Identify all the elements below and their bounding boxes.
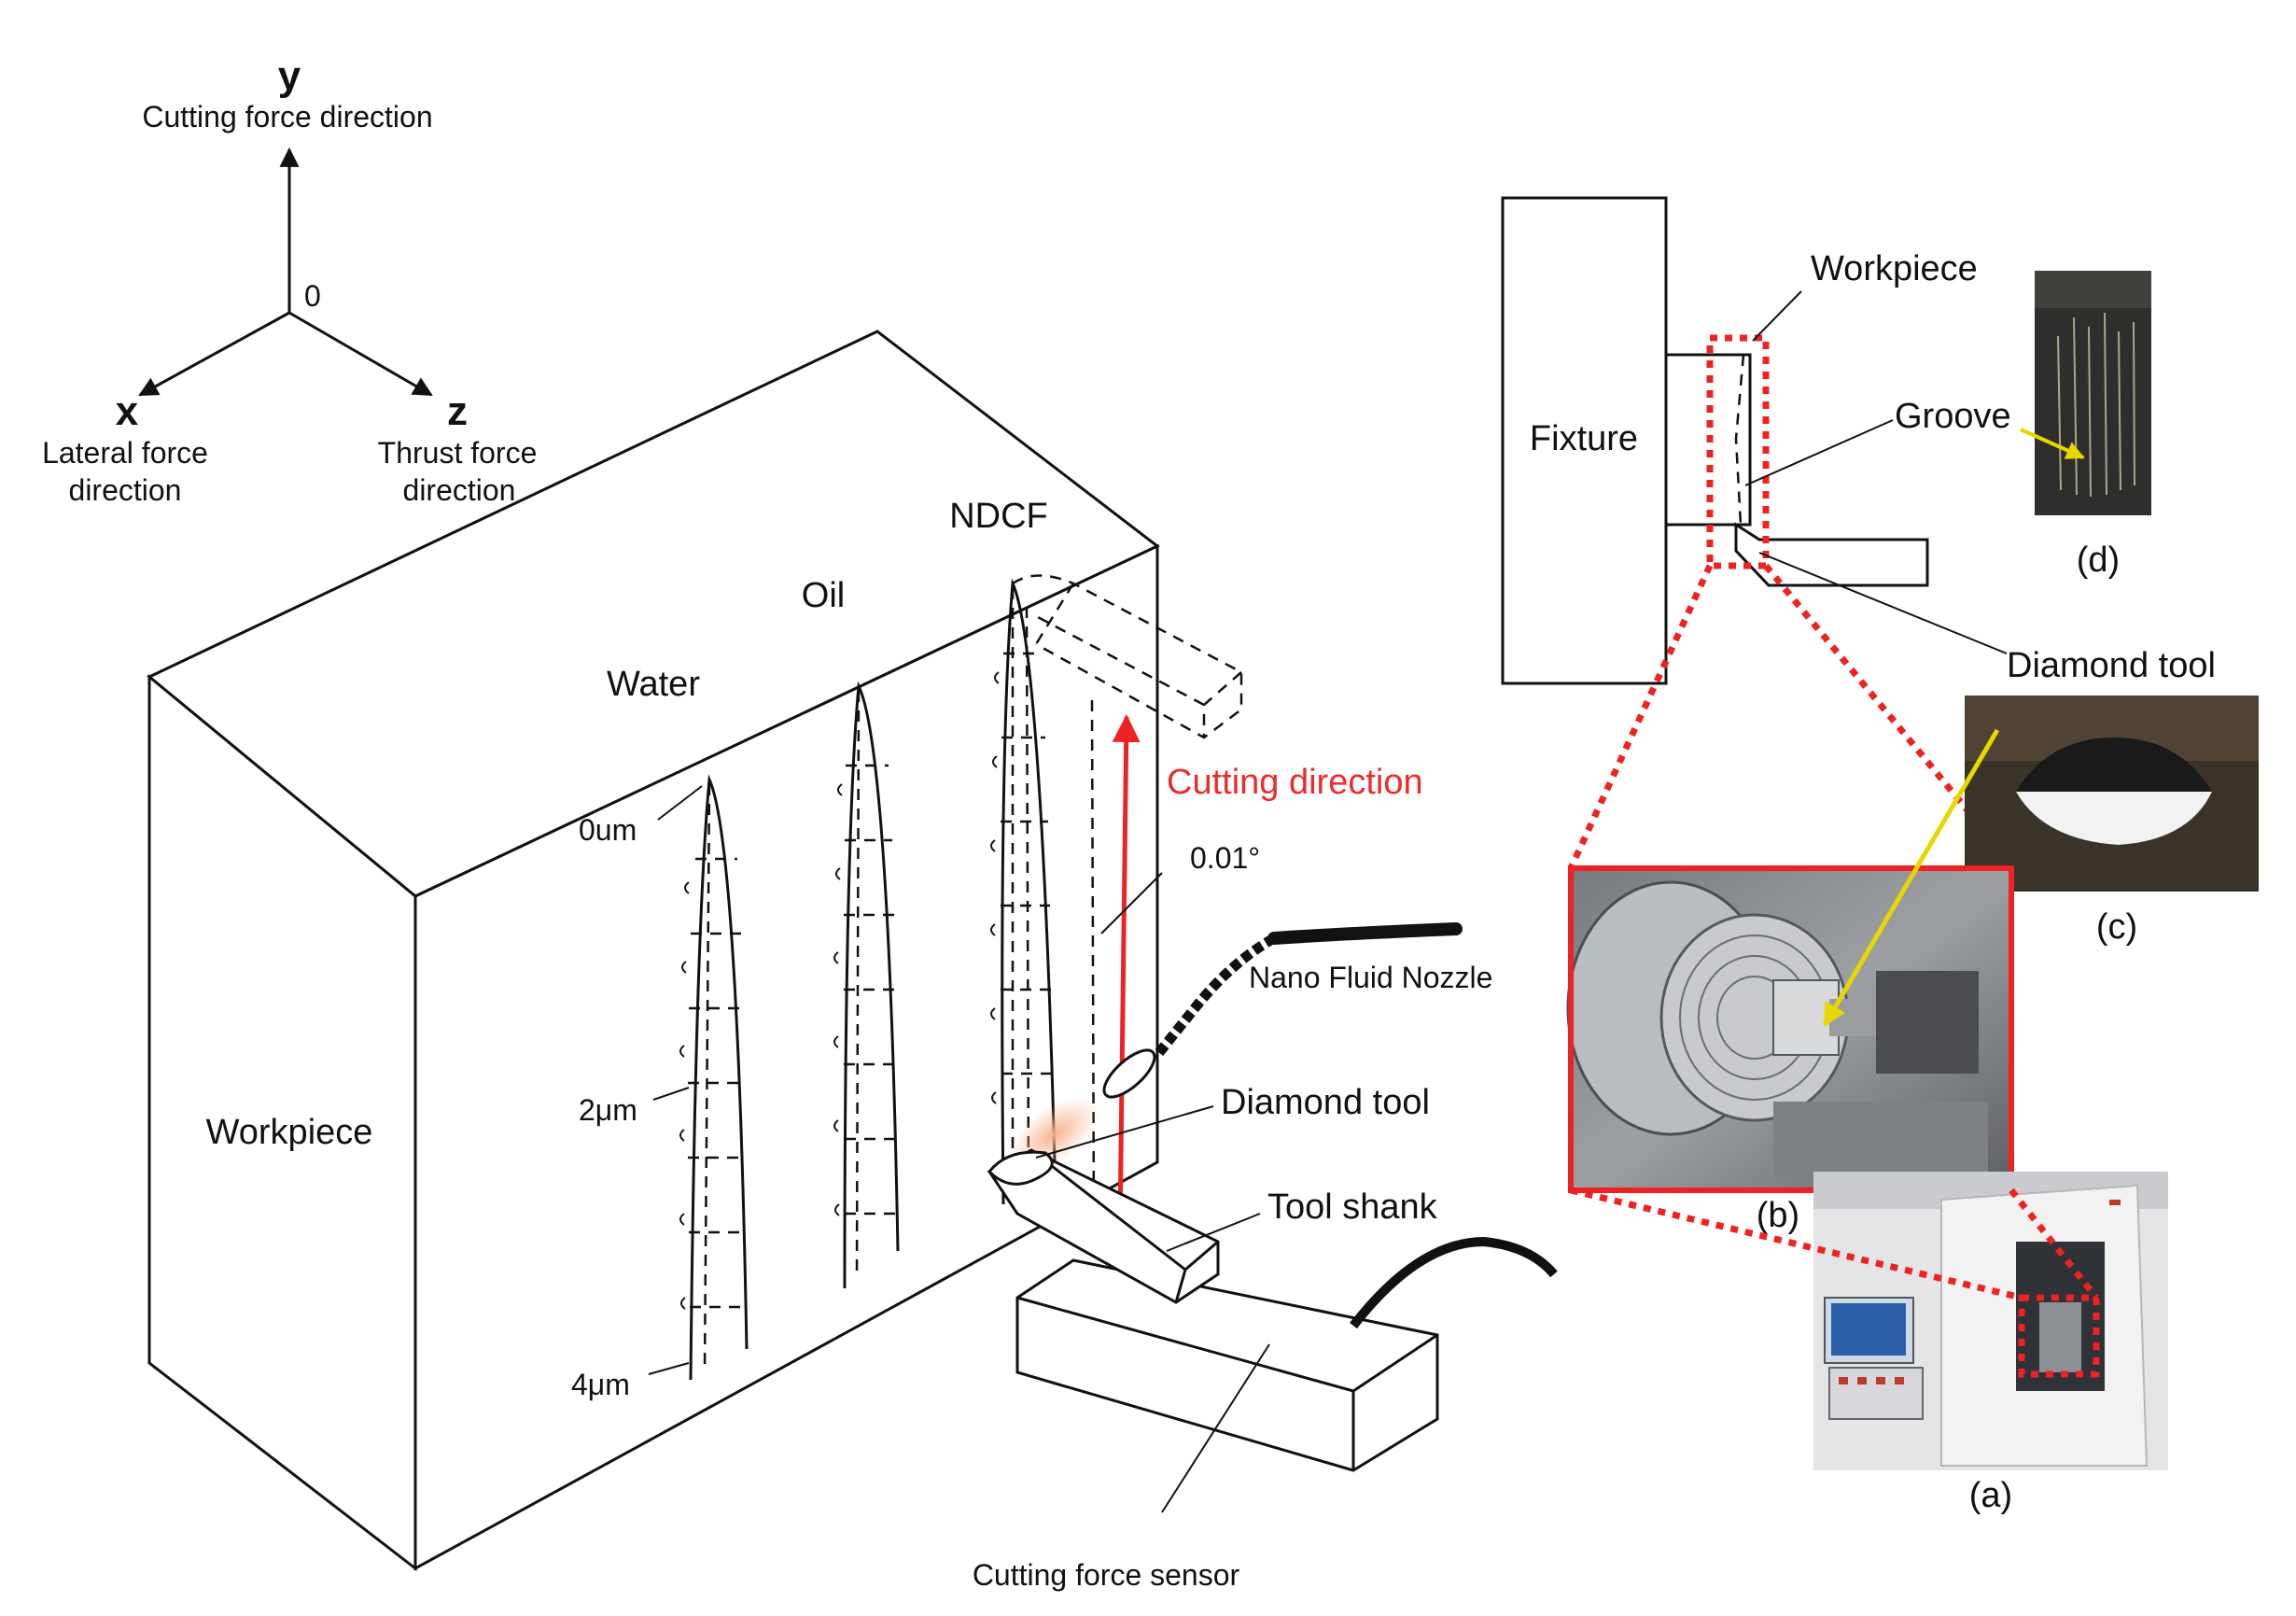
y-axis-caption: Cutting force direction bbox=[142, 100, 432, 133]
groove-label-ndcf: NDCF bbox=[949, 497, 1048, 536]
cutting-direction-label: Cutting direction bbox=[1167, 763, 1423, 802]
tool-assembly: Diamond tool Tool shank Cutting force se… bbox=[973, 1083, 1558, 1592]
cutting-direction: Cutting direction 0.01° bbox=[1100, 714, 1423, 1229]
setup-diamond-tool-label: Diamond tool bbox=[2007, 646, 2216, 685]
groove-label-oil: Oil bbox=[802, 576, 845, 615]
photo-a-caption: (a) bbox=[1969, 1476, 2012, 1515]
setup-highlight-box bbox=[1706, 334, 1770, 569]
x-axis-caption-line1: Lateral force bbox=[42, 436, 208, 470]
groove-oil bbox=[833, 681, 900, 1289]
setup-diamond-tool bbox=[1734, 522, 1929, 587]
cutting-direction-arrow bbox=[1112, 714, 1141, 1229]
angle-label: 0.01° bbox=[1190, 841, 1260, 875]
photo-b-frame bbox=[1568, 865, 2014, 1193]
nozzle-label: Nano Fluid Nozzle bbox=[1249, 961, 1492, 994]
nozzle-tip-icon bbox=[1102, 1048, 1156, 1099]
depth-scale: 0um 2μm 4μm bbox=[571, 785, 703, 1401]
y-axis-label: y bbox=[278, 53, 301, 99]
zoom-line-b-left bbox=[1570, 1187, 2023, 1301]
setup-groove bbox=[1734, 354, 1745, 526]
diamond-tool-tip bbox=[987, 1150, 1054, 1186]
photo-c-caption: (c) bbox=[2096, 907, 2137, 947]
x-axis-arrow bbox=[138, 311, 290, 397]
coordinate-axes: y Cutting force direction 0 x Lateral fo… bbox=[42, 53, 537, 507]
diamond-tool-label: Diamond tool bbox=[1221, 1083, 1430, 1122]
workpiece-block: Workpiece bbox=[147, 330, 1160, 1572]
x-axis-label: x bbox=[116, 388, 139, 434]
groove-pointer-arrow bbox=[2020, 428, 2085, 459]
setup-workpiece-label: Workpiece bbox=[1811, 249, 1978, 288]
photo-d-caption: (d) bbox=[2077, 541, 2120, 580]
fixture-label: Fixture bbox=[1530, 419, 1638, 458]
z-axis-arrow bbox=[288, 311, 433, 397]
x-axis-caption-line2: direction bbox=[69, 473, 182, 507]
setup-groove-label: Groove bbox=[1895, 397, 2011, 436]
z-axis-caption-line1: Thrust force bbox=[378, 436, 538, 470]
depth-label-2: 2μm bbox=[579, 1093, 637, 1127]
depth-label-4: 4μm bbox=[571, 1368, 630, 1401]
tool-shank-label: Tool shank bbox=[1267, 1187, 1438, 1227]
photo-machine-interior: (b) bbox=[1566, 728, 2014, 1235]
nozzle-hose bbox=[1267, 922, 1463, 945]
photo-groove-surface: (d) bbox=[2020, 271, 2151, 580]
zoom-line-left bbox=[1567, 564, 1714, 870]
groove-label-water: Water bbox=[607, 665, 700, 704]
setup-schematic: Fixture Workpiece Groove Diamond tool bbox=[1501, 196, 2216, 685]
cutting-force-sensor bbox=[1015, 1258, 1439, 1472]
photo-b-caption: (b) bbox=[1757, 1196, 1799, 1235]
fixture-block bbox=[1501, 196, 1668, 685]
sensor-cable bbox=[1350, 1236, 1558, 1329]
sensor-label: Cutting force sensor bbox=[973, 1558, 1240, 1592]
workpiece-label: Workpiece bbox=[206, 1113, 373, 1152]
photo-a-highlight-box bbox=[2018, 1294, 2100, 1378]
groove-water bbox=[679, 774, 749, 1381]
z-axis-label: z bbox=[447, 388, 468, 434]
photo-machine: (a) bbox=[1813, 1172, 2168, 1515]
z-axis-caption-line2: direction bbox=[403, 473, 516, 507]
origin-label: 0 bbox=[304, 279, 321, 313]
tool-pointer-arrow bbox=[1822, 728, 2000, 1028]
workpiece-front-face bbox=[413, 543, 1159, 1571]
zoom-line-right bbox=[1763, 563, 2014, 866]
depth-label-0: 0um bbox=[579, 813, 637, 847]
groove-ndcf bbox=[990, 574, 1243, 1224]
photo-diamond-tool: (c) bbox=[1965, 696, 2259, 947]
